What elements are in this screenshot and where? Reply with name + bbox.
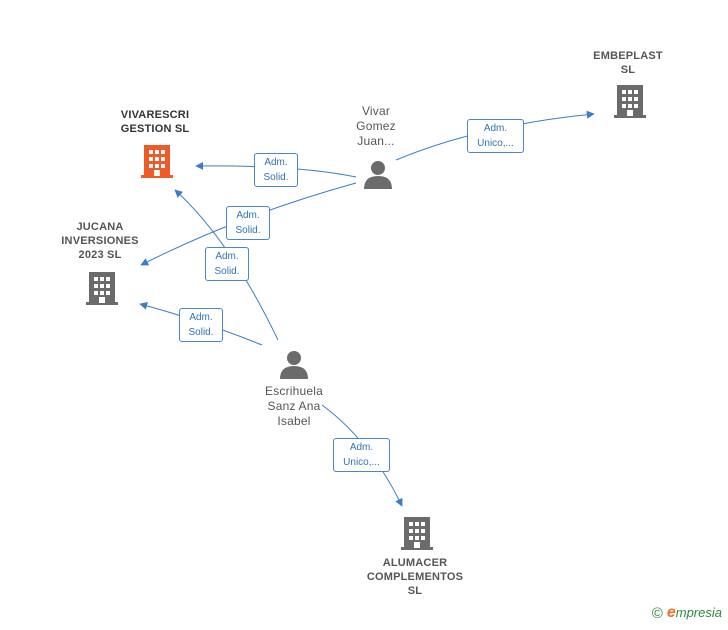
edge-badge-escrihuela-alumacer[interactable]: Adm. Unico,... bbox=[333, 438, 390, 472]
copyright-icon: © bbox=[651, 604, 663, 622]
person-icon[interactable] bbox=[279, 349, 309, 379]
company-label-vivarescri[interactable]: VIVARESCRI GESTION SL bbox=[120, 109, 190, 135]
company-label-jucana[interactable]: JUCANA INVERSIONES 2023 SL bbox=[61, 221, 139, 261]
building-icon[interactable] bbox=[401, 515, 433, 551]
edge-badge-vivar-jucana[interactable]: Adm. Solid. bbox=[226, 206, 270, 240]
building-icon[interactable] bbox=[141, 143, 173, 179]
building-icon[interactable] bbox=[86, 270, 118, 306]
person-label-escrihuela[interactable]: Escrihuela Sanz Ana Isabel bbox=[264, 384, 324, 428]
building-icon[interactable] bbox=[614, 83, 646, 119]
brand-logo: empresia bbox=[666, 604, 722, 621]
brand-footer: © empresia bbox=[652, 604, 722, 622]
company-label-embeplast[interactable]: EMBEPLAST SL bbox=[593, 50, 663, 76]
edge-badge-escrihuela-vivarescri[interactable]: Adm. Solid. bbox=[205, 247, 249, 281]
edge-badge-vivar-embeplast[interactable]: Adm. Unico,... bbox=[467, 119, 524, 153]
person-label-vivar[interactable]: Vivar Gomez Juan... bbox=[356, 104, 396, 148]
company-label-alumacer[interactable]: ALUMACER COMPLEMENTOS SL bbox=[366, 557, 464, 597]
person-icon[interactable] bbox=[363, 159, 393, 189]
edge-badge-vivar-vivarescri[interactable]: Adm. Solid. bbox=[254, 153, 298, 187]
edge-badge-escrihuela-jucana[interactable]: Adm. Solid. bbox=[179, 308, 223, 342]
